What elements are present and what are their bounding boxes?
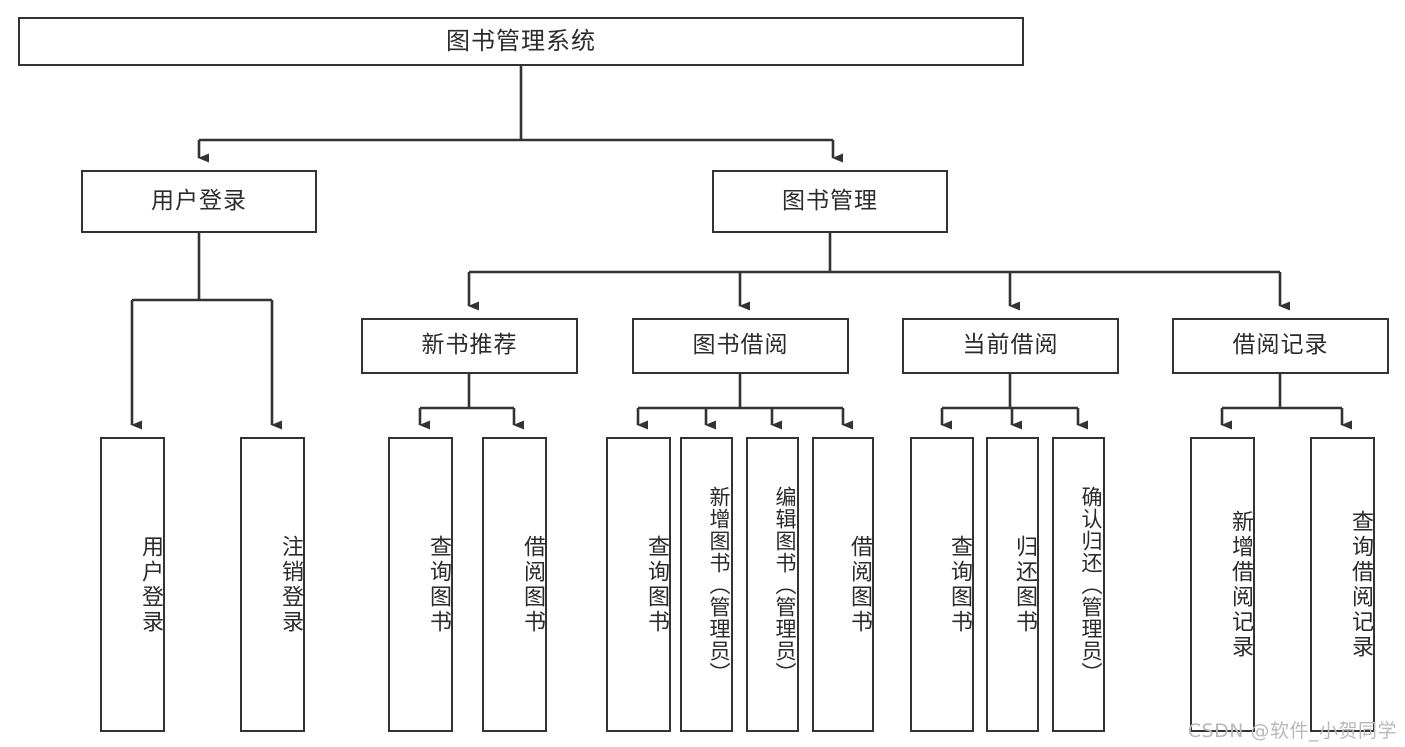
node-leaf-borrow-book-2[interactable]: 借阅图书 <box>812 437 874 732</box>
node-leaf-confirm-return[interactable]: 确认归还（管理员） <box>1052 437 1105 732</box>
node-leaf-user-login-label: 用户登录 <box>138 534 163 635</box>
node-borrow-record-label: 借阅记录 <box>1232 332 1329 359</box>
node-root-label: 图书管理系统 <box>446 27 596 56</box>
node-leaf-query-book-1[interactable]: 查询图书 <box>388 437 453 732</box>
node-leaf-return-book-label: 归还图书 <box>1012 534 1037 635</box>
node-leaf-query-book-2-label: 查询图书 <box>644 534 669 635</box>
node-leaf-logout-label: 注销登录 <box>278 534 303 635</box>
node-leaf-query-book-3[interactable]: 查询图书 <box>910 437 974 732</box>
node-current-borrow-label: 当前借阅 <box>962 332 1059 359</box>
node-leaf-return-book[interactable]: 归还图书 <box>986 437 1039 732</box>
node-leaf-query-record-label: 查询借阅记录 <box>1348 509 1373 660</box>
node-book-manage[interactable]: 图书管理 <box>712 170 948 233</box>
node-leaf-query-book-3-label: 查询图书 <box>947 534 972 635</box>
node-root[interactable]: 图书管理系统 <box>18 17 1024 66</box>
node-current-borrow[interactable]: 当前借阅 <box>902 318 1119 374</box>
watermark: CSDN @软件_小贺同学 <box>1187 720 1397 742</box>
node-leaf-borrow-book-1-label: 借阅图书 <box>520 534 545 635</box>
node-leaf-add-book[interactable]: 新增图书（管理员） <box>680 437 733 732</box>
node-leaf-add-record-label: 新增借阅记录 <box>1228 509 1253 660</box>
node-leaf-add-record[interactable]: 新增借阅记录 <box>1190 437 1255 732</box>
node-leaf-borrow-book-1[interactable]: 借阅图书 <box>482 437 547 732</box>
node-leaf-borrow-book-2-label: 借阅图书 <box>847 534 872 635</box>
node-leaf-query-book-2[interactable]: 查询图书 <box>606 437 671 732</box>
node-book-manage-label: 图书管理 <box>782 187 878 214</box>
node-leaf-query-book-1-label: 查询图书 <box>426 534 451 635</box>
node-leaf-edit-book-label: 编辑图书（管理员） <box>773 485 797 684</box>
node-leaf-query-record[interactable]: 查询借阅记录 <box>1310 437 1375 732</box>
node-leaf-add-book-label: 新增图书（管理员） <box>707 485 731 684</box>
node-leaf-edit-book[interactable]: 编辑图书（管理员） <box>746 437 799 732</box>
node-leaf-user-login[interactable]: 用户登录 <box>100 437 165 732</box>
node-book-borrow[interactable]: 图书借阅 <box>632 318 849 374</box>
node-book-borrow-label: 图书借阅 <box>692 332 789 359</box>
node-leaf-logout[interactable]: 注销登录 <box>240 437 305 732</box>
node-user-login-label: 用户登录 <box>151 187 247 214</box>
node-new-book-rec-label: 新书推荐 <box>421 332 518 359</box>
node-leaf-confirm-return-label: 确认归还（管理员） <box>1079 485 1103 684</box>
node-borrow-record[interactable]: 借阅记录 <box>1172 318 1389 374</box>
node-new-book-rec[interactable]: 新书推荐 <box>361 318 578 374</box>
node-user-login[interactable]: 用户登录 <box>81 170 317 233</box>
